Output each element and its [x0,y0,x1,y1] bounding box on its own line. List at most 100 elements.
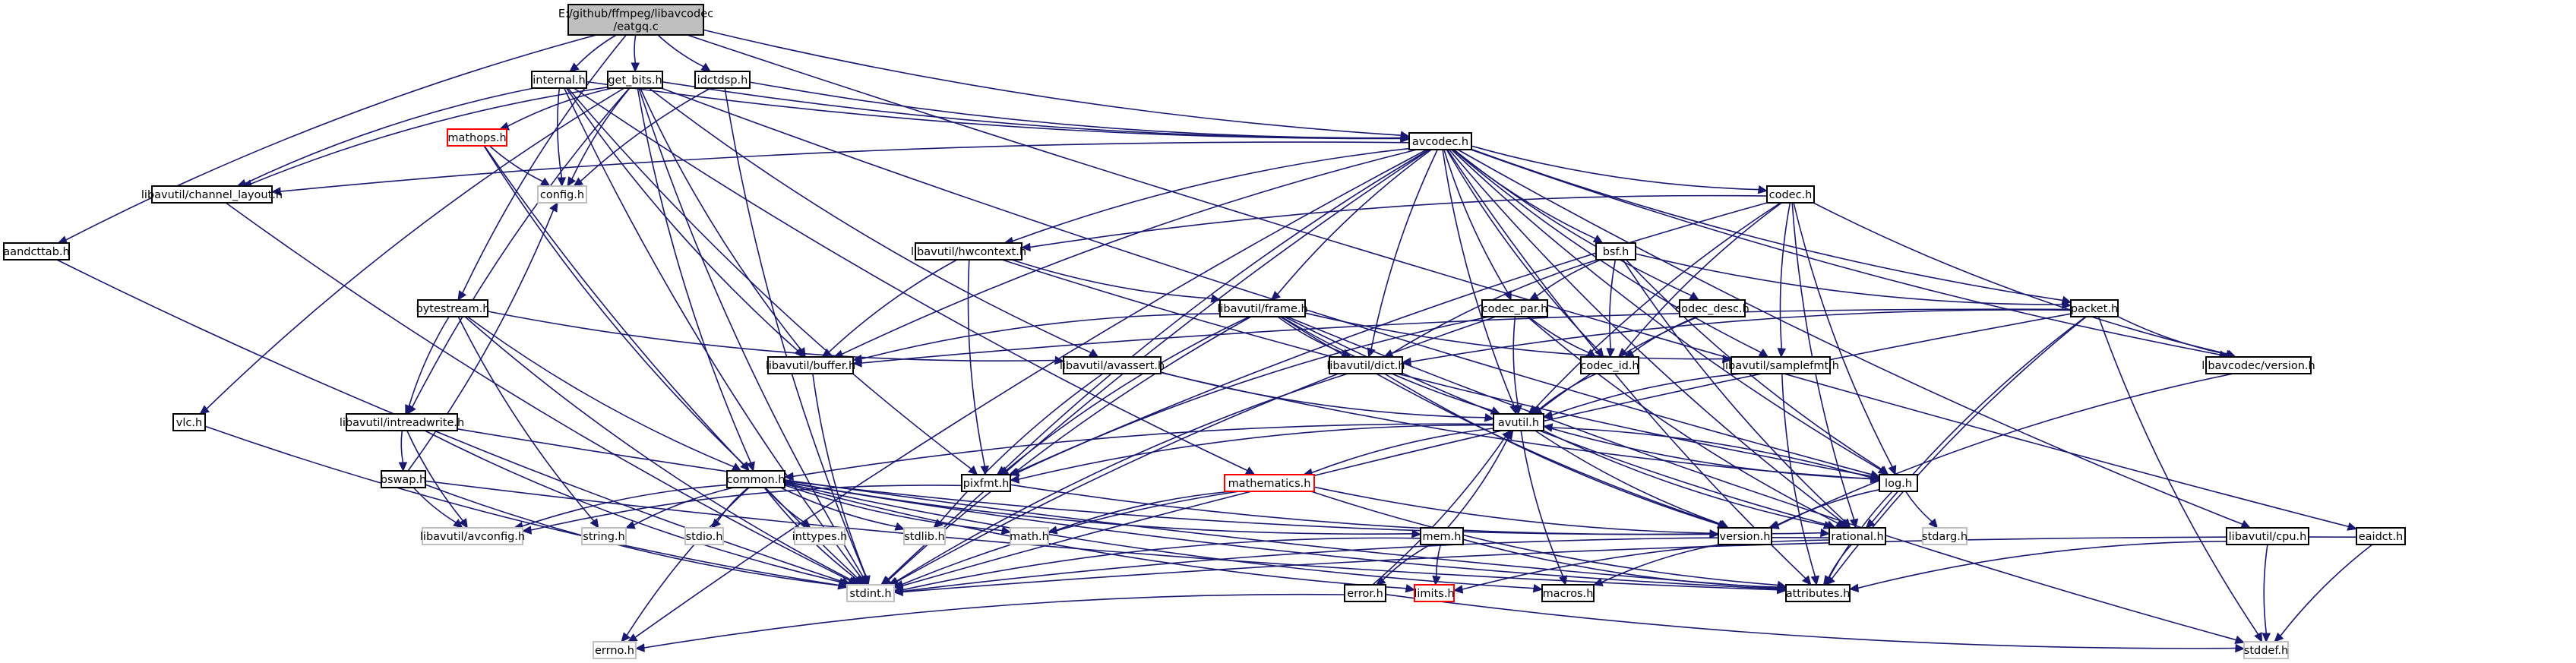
edge-arrowhead [1542,410,1554,420]
edge-avcodec-to-hwcontext [1003,147,1410,246]
node-box [1679,299,1746,317]
node-box [1219,299,1306,317]
edge-line [724,87,867,577]
edge-line [1003,149,1430,470]
edge-codec_par-to-avutil [1512,316,1523,415]
node-stddef-h[interactable]: stddef.h [2243,641,2289,659]
node-libavutil-avassert-h[interactable]: libavutil/avassert.h [1060,356,1165,374]
node-libavutil-dict-h[interactable]: libavutil/dict.h [1326,356,1405,374]
node-stdio-h[interactable]: stdio.h [684,527,724,545]
node-error-h[interactable]: error.h [1344,584,1386,602]
node-box [1922,527,1968,545]
node-internal-h[interactable]: internal.h [531,71,587,89]
node-libavutil-samplefmt-h[interactable]: libavutil/samplefmt.h [1722,356,1839,374]
edge-line [557,87,563,178]
edge-arrowhead [2347,522,2358,531]
node-pixfmt-h[interactable]: pixfmt.h [961,474,1011,492]
node-stdint-h[interactable]: stdint.h [846,584,895,602]
edge-line [400,430,404,463]
edge-bytestream-to-string [457,316,599,529]
node-macros-h[interactable]: macros.h [1541,584,1595,602]
edge-line [1776,488,1880,526]
edge-arrowhead [624,520,636,529]
edge-arrowhead [1768,520,1779,529]
edge-avcodec-to-errno [627,149,1427,642]
node-codec-par-h[interactable]: codec_par.h [1481,299,1548,317]
node-codec-h[interactable]: codec.h [1766,185,1815,204]
node-libavutil-avconfig-h[interactable]: libavutil/avconfig.h [420,527,525,545]
node-log-h[interactable]: log.h [1879,474,1918,492]
edge-line [1635,253,2063,305]
edge-hwcontext-to-pixfmt [967,259,990,476]
edge-codec_id-to-avutil [1531,373,1597,415]
node-inttypes-h[interactable]: inttypes.h [792,527,848,545]
node-codec-desc-h[interactable]: codec_desc.h [1675,299,1749,317]
edge-arrowhead [1776,582,1787,592]
edge-common-to-stdio [711,487,749,529]
node-libavutil-frame-h[interactable]: libavutil/frame.h [1217,299,1308,317]
node-config-h[interactable]: config.h [537,185,587,204]
edge-arrowhead [453,519,463,529]
node-bswap-h[interactable]: bswap.h [381,470,427,488]
node-mathops-h[interactable]: mathops.h [447,128,507,147]
edge-arrowhead [1865,518,1876,529]
edge-packet-to-lavc_version [2117,316,2236,358]
node-label: stddef.h [2244,645,2288,657]
edge-line [902,537,1421,591]
edge-common-to-stdlib [780,487,906,531]
edge-line [1160,371,1486,418]
edge-line [467,316,735,468]
node-label: codec_id.h [1580,360,1639,372]
edge-pixfmt-to-avconfig [521,485,962,535]
node-mathematics-h[interactable]: mathematics.h [1224,474,1315,492]
node-libavutil-hwcontext-h[interactable]: libavutil/hwcontext.h [911,242,1026,260]
node-codec-id-h[interactable]: codec_id.h [1580,356,1639,374]
node-mem-h[interactable]: mem.h [1420,527,1464,545]
node-string-h[interactable]: string.h [581,527,627,545]
node-libavcodec-version-h[interactable]: libavcodec/version.h [2201,356,2315,374]
edge-line [563,87,862,579]
node-packet-h[interactable]: packet.h [2070,299,2119,317]
node-libavutil-cpu-h[interactable]: libavutil/cpu.h [2226,527,2309,545]
edge-avcodec-to-pixfmt [996,149,1430,475]
node-bytestream-h[interactable]: bytestream.h [416,299,490,317]
node-stdlib-h[interactable]: stdlib.h [903,527,946,545]
node-math-h[interactable]: math.h [1010,527,1049,545]
node-label: inttypes.h [792,531,848,543]
node-label: libavutil/avassert.h [1060,360,1165,372]
node-box [1408,132,1472,150]
edge-arrowhead [631,62,640,73]
node-e-github-ffmpeg-libavcodec-eatgq-c[interactable]: E:/github/ffmpeg/libavcodec/eatgq.c [558,4,713,36]
node-box [417,299,488,317]
edge-line [780,487,896,528]
edge-arrowhead [1888,465,1897,476]
node-libavutil-buffer-h[interactable]: libavutil/buffer.h [766,356,855,374]
edge-arrowhead [700,62,712,72]
node-errno-h[interactable]: errno.h [593,641,637,659]
node-box [1493,413,1544,431]
node-aandcttab-h[interactable]: aandcttab.h [3,242,70,260]
node-eaidct-h[interactable]: eaidct.h [2356,527,2406,545]
node-get-bits-h[interactable]: get_bits.h [607,71,663,89]
edge-line [1372,436,1506,586]
node-label: rational.h [1831,531,1883,543]
node-bsf-h[interactable]: bsf.h [1595,242,1636,260]
edge-bytestream-to-avassert [487,311,1065,365]
node-common-h[interactable]: common.h [726,470,785,488]
node-idctdsp-h[interactable]: idctdsp.h [694,71,751,89]
node-avcodec-h[interactable]: avcodec.h [1408,132,1472,150]
edge-line [573,87,1248,472]
node-avutil-h[interactable]: avutil.h [1493,413,1544,431]
node-stdarg-h[interactable]: stdarg.h [1922,527,1968,545]
node-vlc-h[interactable]: vlc.h [172,413,206,431]
node-libavutil-channel-layout-h[interactable]: libavutil/channel_layout.h [141,185,283,204]
node-rational-h[interactable]: rational.h [1828,527,1886,545]
edge-arrowhead [1528,292,1540,301]
node-box [915,242,1022,260]
node-limits-h[interactable]: limits.h [1414,584,1455,602]
edge-line [507,87,613,127]
node-libavutil-intreadwrite-h[interactable]: libavutil/intreadwrite.h [340,413,464,431]
node-attributes-h[interactable]: attributes.h [1785,584,1851,602]
edge-arrowhead [2235,643,2246,653]
node-version-h[interactable]: version.h [1718,527,1772,545]
